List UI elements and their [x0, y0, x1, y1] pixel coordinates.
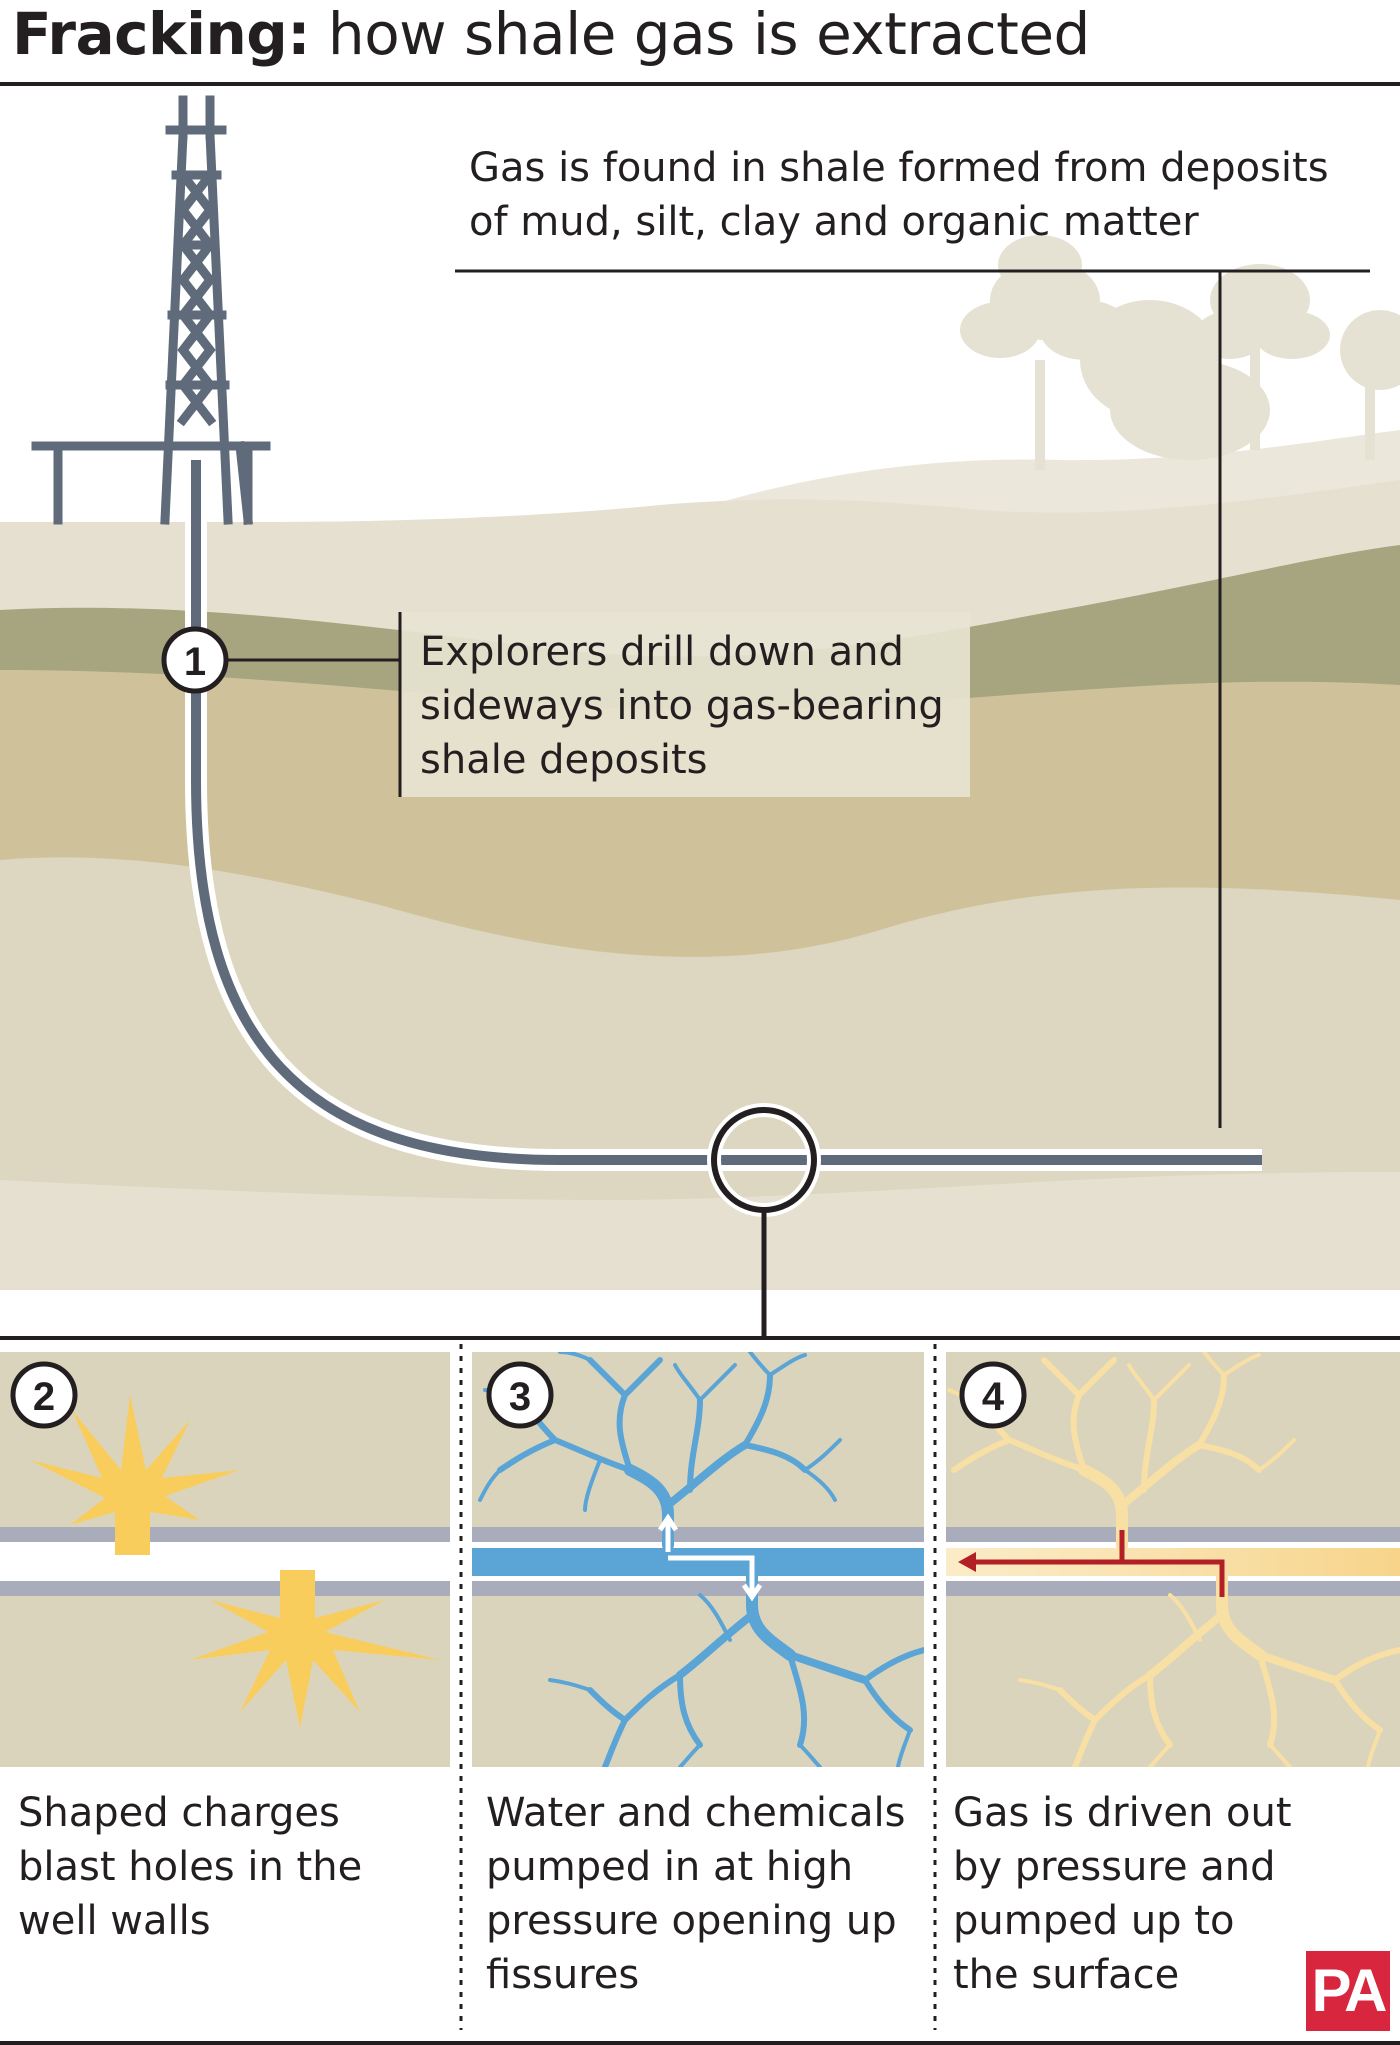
stratum-deep [0, 1172, 1400, 1300]
gas-arrow-icon [958, 1530, 1225, 1597]
title-rest: how shale gas is extracted [310, 0, 1090, 68]
step2-caption: Shaped charges blast holes in the well w… [18, 1790, 363, 1944]
page-title: Fracking: how shale gas is extracted [12, 2, 1090, 66]
step2-badge [10, 1361, 78, 1429]
fissure-lower-icon [548, 1569, 924, 1767]
step3-badge [486, 1361, 554, 1429]
rock-strata [0, 480, 1400, 1334]
well-bore [191, 460, 1262, 1165]
tree-icon [960, 235, 1400, 470]
pa-logo: PA [1306, 1951, 1390, 2031]
water-flow [472, 1548, 924, 1576]
step3-caption: Water and chemicals pumped in at high pr… [486, 1790, 906, 1998]
panel-4-illustration: 4 [946, 1352, 1400, 1767]
gas-fissure-lower-icon [1018, 1569, 1400, 1767]
bottom-divider [0, 2041, 1400, 2045]
step4-number: 4 [982, 1375, 1005, 1419]
step2-number: 2 [33, 1375, 55, 1419]
panel-3-illustration: 3 [472, 1352, 924, 1767]
blast-upper-icon [30, 1395, 240, 1555]
shale-note: Gas is found in shale formed from deposi… [469, 145, 1329, 245]
hills-background [640, 235, 1400, 560]
step4-caption: Gas is driven out by pressure and pumped… [953, 1790, 1292, 1998]
step1-badge [161, 626, 229, 694]
step1-label: Explorers drill down and sideways into g… [420, 629, 944, 783]
water-arrows-icon [657, 1513, 763, 1602]
panel-2-illustration: 2 [0, 1352, 450, 1767]
step1-label-box [400, 612, 970, 797]
pa-logo-text: PA [1311, 1957, 1388, 2024]
drilling-rig-icon [31, 95, 271, 525]
ground-band-bottom [0, 1290, 1400, 1334]
step3-number: 3 [509, 1375, 531, 1419]
step4-badge [959, 1361, 1027, 1429]
step1-number: 1 [184, 640, 206, 684]
blast-lower-icon [190, 1570, 440, 1728]
title-bold: Fracking: [12, 0, 311, 68]
title-divider [0, 82, 1400, 86]
